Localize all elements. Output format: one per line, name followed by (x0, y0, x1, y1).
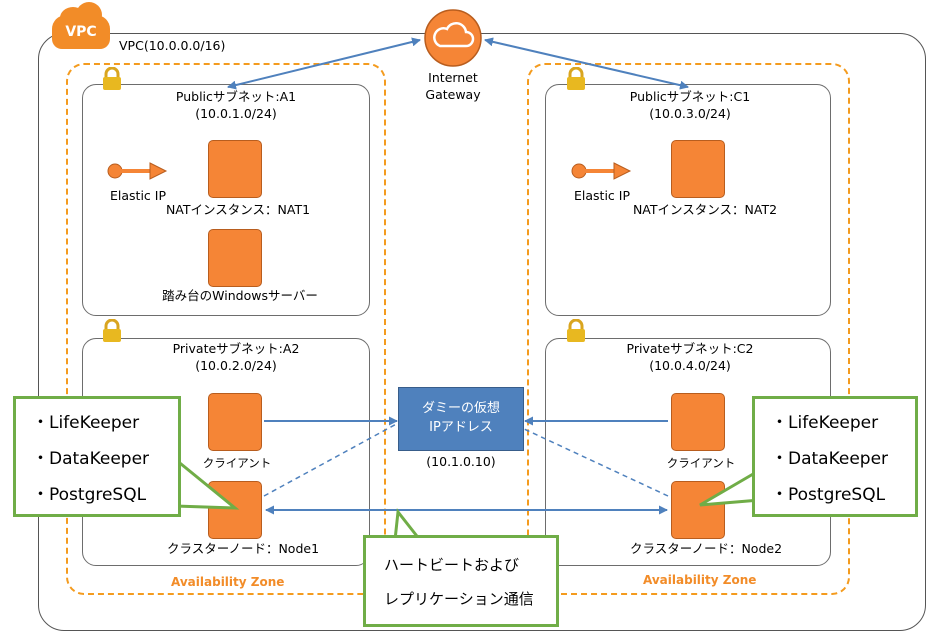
callout-right-item: ・PostgreSQL (771, 485, 886, 505)
subnet-c2-title: Privateサブネット:C2 (626, 341, 754, 356)
virtual-ip-line1: ダミーの仮想 (421, 401, 500, 416)
elastic-ip-icon (571, 162, 632, 180)
callout-right-pointer (699, 468, 761, 507)
callout-left-item: ・PostgreSQL (32, 485, 147, 505)
client-c (671, 393, 725, 451)
subnet-a1-title: Publicサブネット:A1 (175, 89, 297, 104)
nat-instance-2-label: NATインスタンス：NAT2 (632, 202, 778, 217)
subnet-a2-title: Privateサブネット:A2 (172, 341, 300, 356)
nat-instance-1 (208, 140, 262, 198)
heartbeat-callout: ハートビートおよび レプリケーション通信 (363, 535, 559, 627)
subnet-a1-cidr: (10.0.1.0/24) (195, 106, 277, 121)
heartbeat-pointer (393, 508, 422, 541)
availability-zone-c-label: Availability Zone (643, 573, 757, 587)
virtual-ip-line2: IPアドレス (429, 420, 493, 435)
internet-gateway-label-2: Gateway (425, 87, 481, 102)
lock-icon (103, 319, 121, 342)
callout-right: ・LifeKeeper ・DataKeeper ・PostgreSQL (752, 396, 918, 517)
subnet-c1 (545, 84, 831, 316)
nat-instance-1-label: NATインスタンス：NAT1 (165, 202, 311, 217)
igw-link-a (227, 37, 421, 90)
callout-right-item: ・LifeKeeper (771, 413, 879, 433)
subnet-c2-cidr: (10.0.4.0/24) (649, 358, 731, 373)
igw-link-c (484, 37, 689, 90)
client-c-label: クライアント (666, 456, 736, 470)
lock-icon (103, 67, 121, 90)
heartbeat-line1: ハートビートおよび (384, 556, 520, 574)
lock-icon (567, 319, 585, 342)
subnet-a2-cidr: (10.0.2.0/24) (195, 358, 277, 373)
client-a-label: クライアント (202, 456, 272, 470)
availability-zone-a-label: Availability Zone (171, 575, 285, 589)
bastion-windows-server-label: 踏み台のWindowsサーバー (162, 288, 318, 303)
internet-gateway-icon (424, 9, 482, 67)
callout-left-item: ・LifeKeeper (32, 413, 140, 433)
heartbeat-line2: レプリケーション通信 (384, 590, 534, 608)
callout-right-item: ・DataKeeper (771, 449, 889, 469)
elastic-ip-label-c: Elastic IP (574, 188, 630, 203)
bastion-windows-server (208, 229, 262, 287)
elastic-ip-label-a: Elastic IP (110, 188, 166, 203)
callout-left: ・LifeKeeper ・DataKeeper ・PostgreSQL (13, 396, 181, 517)
nat-instance-2 (671, 140, 725, 198)
client-a (208, 393, 262, 451)
internet-gateway-label-1: Internet (428, 70, 478, 85)
node1-to-vip-dashed (263, 421, 401, 497)
elastic-ip-icon (107, 162, 168, 180)
vpc-boundary (38, 33, 926, 631)
vpc-cloud-icon: VPC (52, 2, 110, 49)
virtual-ip-address: (10.1.0.10) (426, 454, 496, 469)
subnet-c1-cidr: (10.0.3.0/24) (649, 106, 731, 121)
availability-zone-a (66, 63, 386, 595)
callout-left-item: ・DataKeeper (32, 449, 150, 469)
virtual-ip-box: ダミーの仮想 IPアドレス (398, 387, 524, 451)
vpc-label: VPC(10.0.0.0/16) (119, 38, 226, 53)
cluster-node-2 (671, 481, 725, 539)
cluster-node-2-label: クラスターノード：Node2 (629, 541, 783, 556)
cluster-node-1 (208, 481, 262, 539)
subnet-c1-title: Publicサブネット:C1 (629, 89, 751, 104)
cluster-node-1-label: クラスターノード：Node1 (166, 541, 320, 556)
